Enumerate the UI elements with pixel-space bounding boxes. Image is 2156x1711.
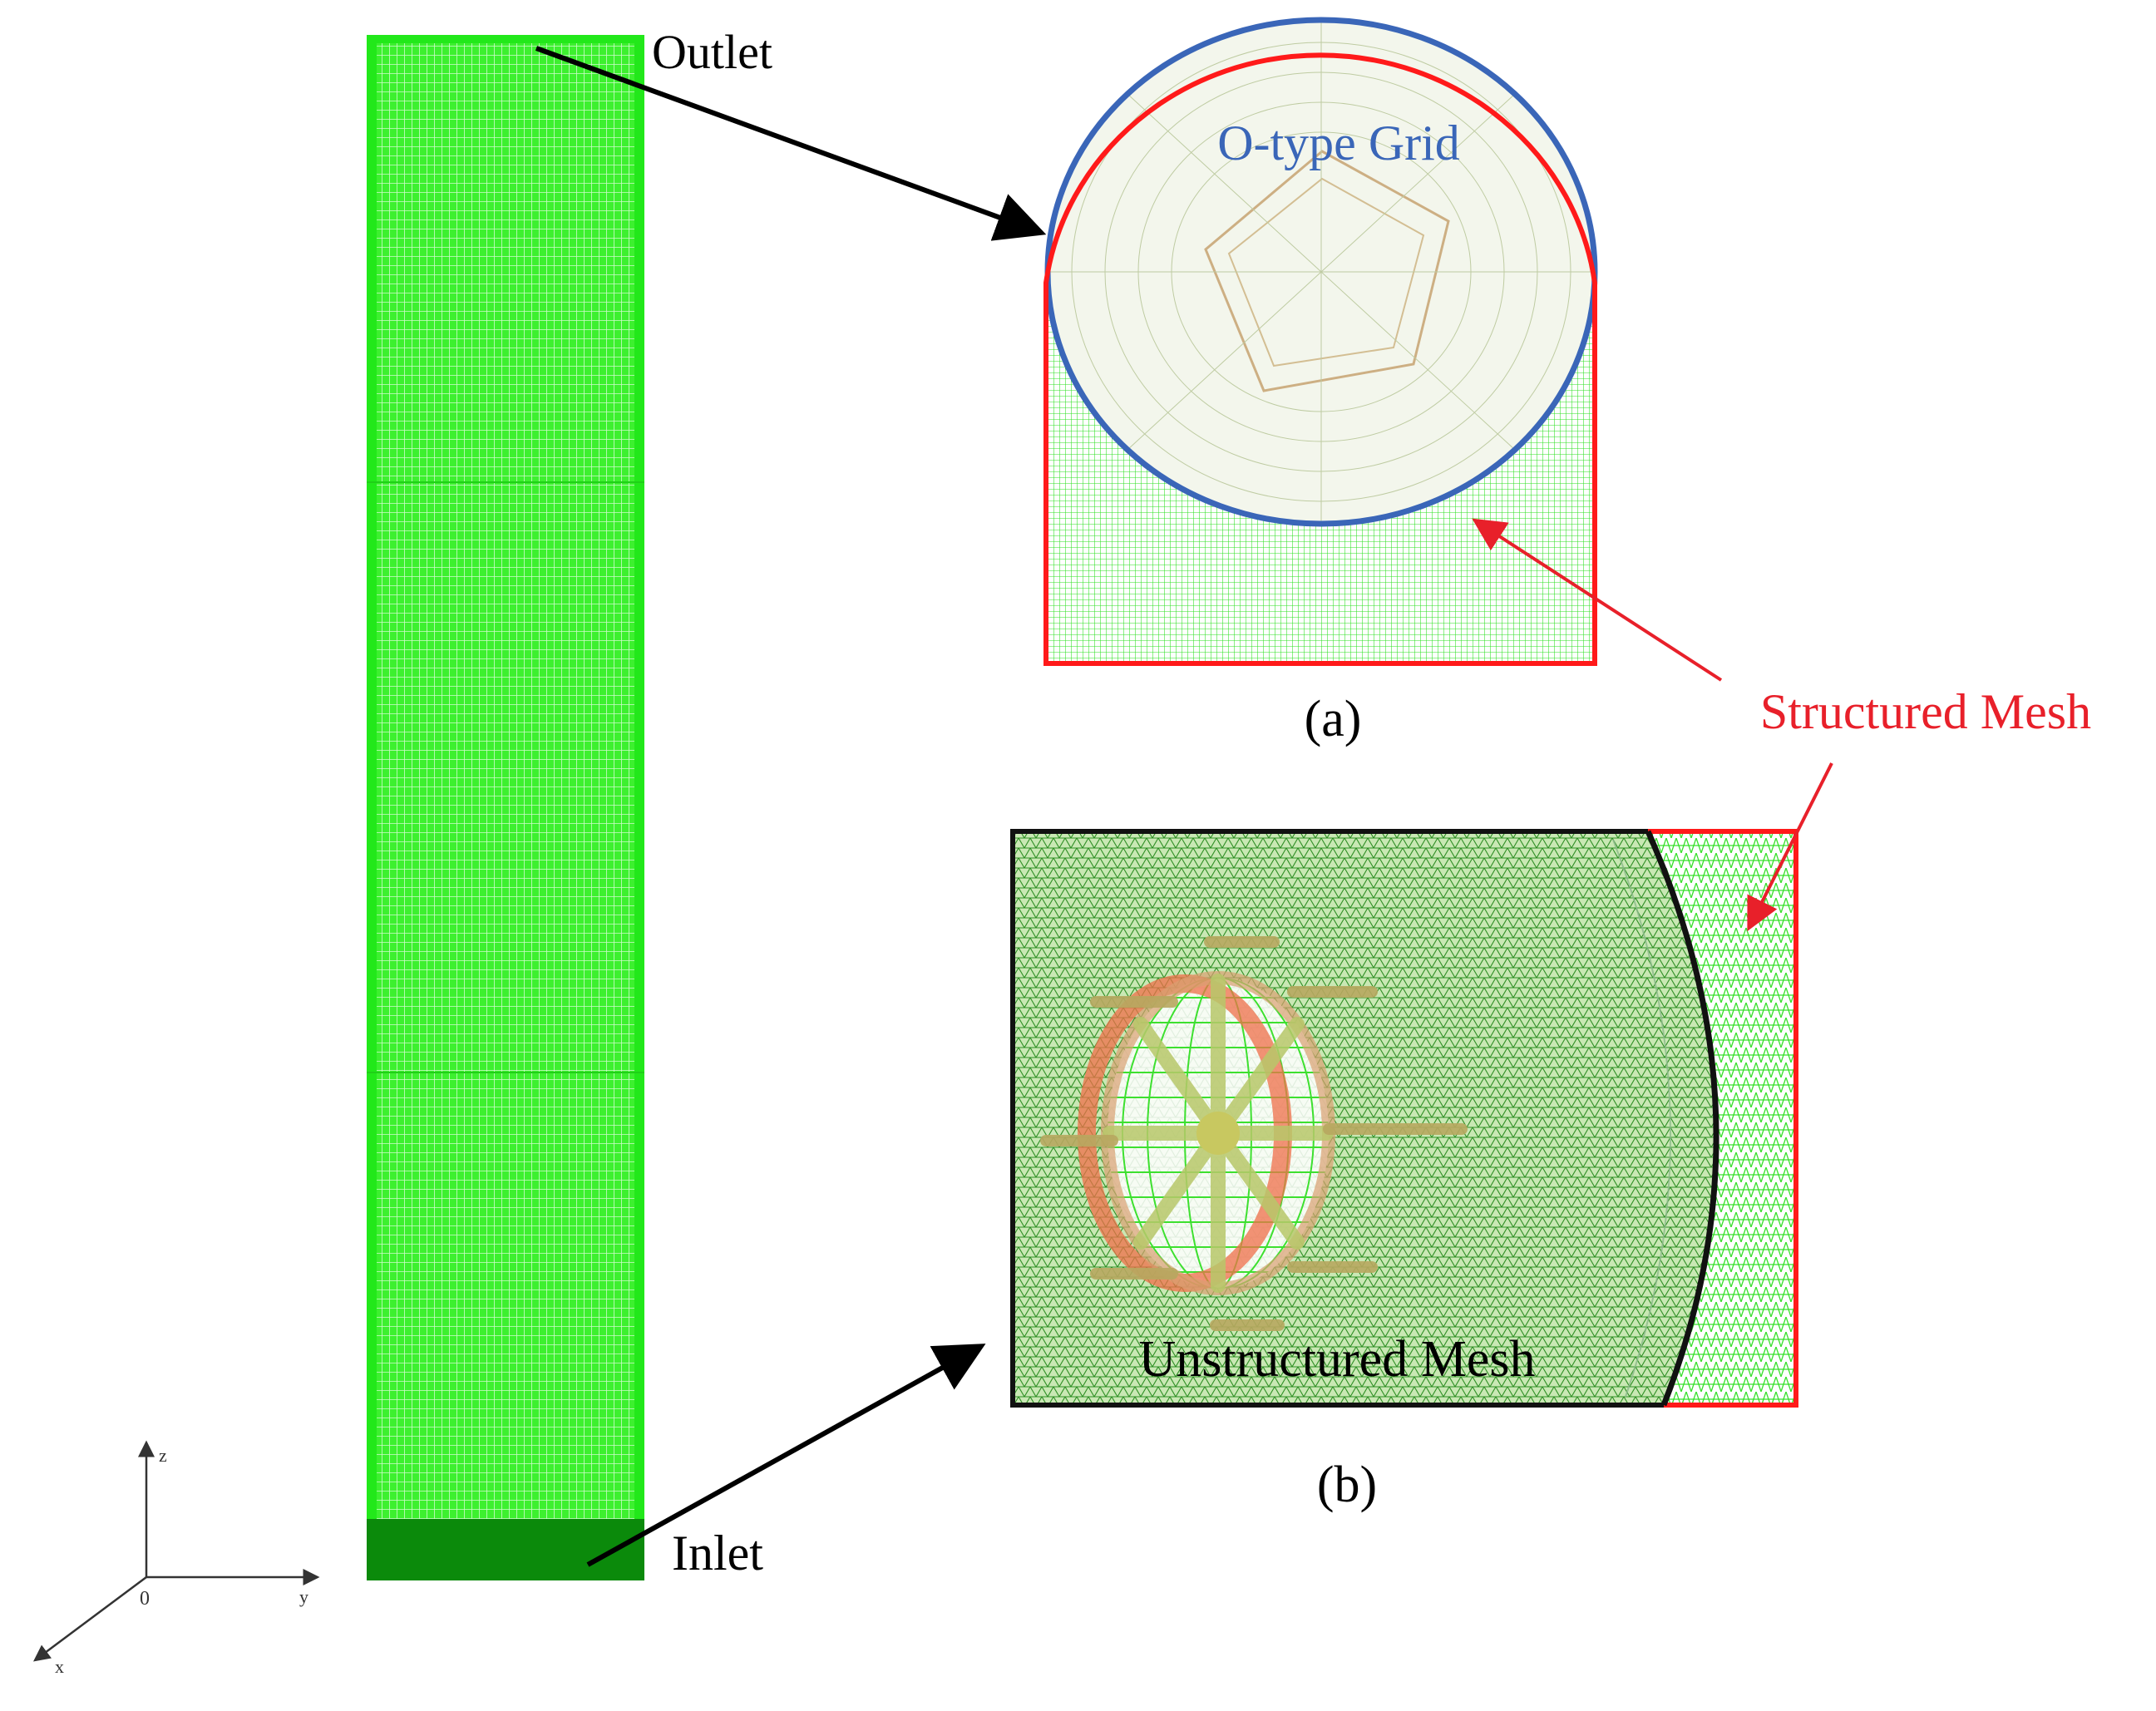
panel-b: Unstructured Mesh (b)	[1010, 829, 1798, 1513]
structured-outline-a	[1043, 52, 1597, 666]
unstructured-mesh-label: Unstructured Mesh	[1139, 1331, 1536, 1388]
axis-y-label: y	[299, 1586, 308, 1607]
axis-z-label: z	[159, 1445, 167, 1466]
outlet-label: Outlet	[652, 25, 772, 79]
axis-origin-label: 0	[140, 1588, 150, 1610]
wheel-structure	[1040, 936, 1468, 1331]
caption-b: (b)	[1317, 1457, 1377, 1513]
inlet-region	[367, 1519, 644, 1580]
panel-a: O-type Grid (a)	[1043, 17, 1598, 747]
outlet-arrow	[535, 46, 1047, 241]
axis-x-label: x	[55, 1656, 64, 1677]
coordinate-axes: z y x 0	[32, 1440, 320, 1677]
structured-arrow-a	[1472, 518, 1723, 682]
unstructured-outline-b	[1010, 829, 1664, 1408]
inlet-arrow	[586, 1344, 986, 1567]
structured-arrow-b	[1747, 762, 1833, 932]
inlet-label: Inlet	[672, 1526, 763, 1580]
structured-mesh-label: Structured Mesh	[1760, 684, 2091, 739]
o-type-grid-label: O-type Grid	[1217, 116, 1460, 170]
domain-column	[367, 35, 644, 1580]
caption-a: (a)	[1305, 691, 1362, 747]
